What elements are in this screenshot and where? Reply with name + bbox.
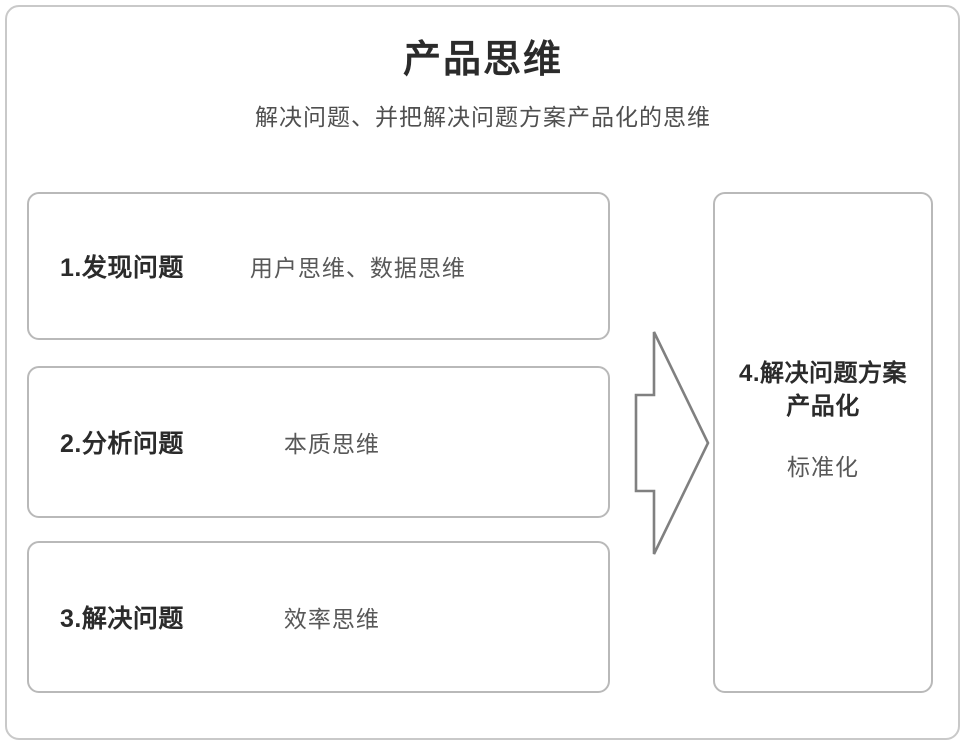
step-row: 3.解决问题 效率思维 [29,599,608,635]
outcome-description: 标准化 [787,454,859,481]
arrow-shape [634,331,710,555]
page-title: 产品思维 [402,39,563,81]
step-title: 3.解决问题 [60,605,184,633]
step-title: 2.分析问题 [60,430,184,458]
outcome-card[interactable]: 4.解决问题方案 产品化 标准化 [713,192,933,693]
right-arrow-outline-icon [630,326,714,560]
step-card-3[interactable]: 3.解决问题 效率思维 [27,541,610,693]
diagram-header: 产品思维 解决问题、并把解决问题方案产品化的思维 [0,38,966,131]
outcome-title-line-2: 产品化 [786,393,860,421]
step-description: 用户思维、数据思维 [249,255,466,281]
step-card-1[interactable]: 1.发现问题 用户思维、数据思维 [27,192,610,340]
step-description: 效率思维 [283,606,380,632]
step-row: 2.分析问题 本质思维 [29,424,608,460]
page-subtitle: 解决问题、并把解决问题方案产品化的思维 [255,103,711,130]
outcome-content: 4.解决问题方案 产品化 标准化 [715,357,931,482]
outcome-title: 4.解决问题方案 产品化 [725,357,921,423]
outcome-title-line-1: 4.解决问题方案 [738,360,907,387]
step-card-2[interactable]: 2.分析问题 本质思维 [27,366,610,518]
step-row: 1.发现问题 用户思维、数据思维 [29,248,608,284]
step-description: 本质思维 [283,431,380,457]
step-title: 1.发现问题 [60,254,184,282]
